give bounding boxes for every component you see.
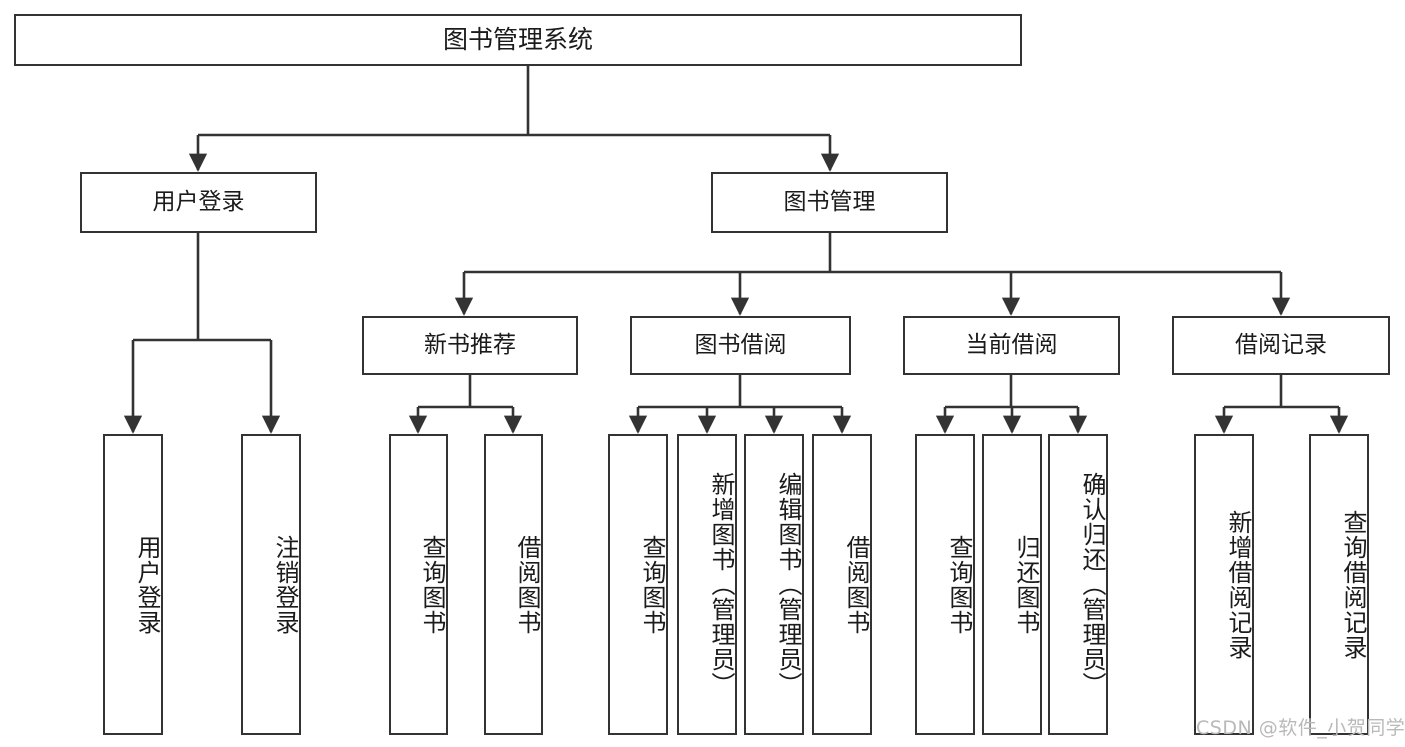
node-leaf-query-book-2-label: 查询图书 [638,534,666,635]
node-leaf-edit-book-label: 编辑图书（管理员） [774,472,802,697]
node-leaf-borrow-book-1[interactable]: 借阅图书 [484,434,543,735]
node-leaf-query-book-1-label: 查询图书 [418,534,446,635]
node-leaf-query-book-3-label: 查询图书 [945,534,973,635]
node-leaf-confirm-return[interactable]: 确认归还（管理员） [1048,434,1108,735]
node-leaf-query-book-2[interactable]: 查询图书 [608,434,668,735]
node-leaf-query-record[interactable]: 查询借阅记录 [1309,434,1369,735]
node-leaf-user-login[interactable]: 用户登录 [103,434,163,735]
node-leaf-borrow-book-2-label: 借阅图书 [842,534,870,635]
node-leaf-edit-book[interactable]: 编辑图书（管理员） [744,434,804,735]
node-root-label: 图书管理系统 [442,25,593,55]
node-root[interactable]: 图书管理系统 [14,14,1022,66]
node-leaf-add-book-label: 新增图书（管理员） [707,472,735,697]
node-leaf-user-login-label: 用户登录 [133,534,161,635]
node-book-borrow-label: 图书借阅 [694,331,787,358]
node-leaf-borrow-book-1-label: 借阅图书 [513,534,541,635]
node-new-book-recommend-label: 新书推荐 [424,331,516,358]
node-leaf-add-record[interactable]: 新增借阅记录 [1194,434,1254,735]
node-leaf-query-book-1[interactable]: 查询图书 [389,434,448,735]
node-leaf-return-book[interactable]: 归还图书 [982,434,1042,735]
node-leaf-logout-login-label: 注销登录 [271,534,299,635]
node-borrow-record-label: 借阅记录 [1235,331,1327,358]
node-leaf-logout-login[interactable]: 注销登录 [241,434,301,735]
node-user-login-label: 用户登录 [152,188,245,215]
node-new-book-recommend[interactable]: 新书推荐 [362,316,578,375]
node-book-manage-label: 图书管理 [783,188,876,215]
node-leaf-query-book-3[interactable]: 查询图书 [915,434,975,735]
node-leaf-add-book[interactable]: 新增图书（管理员） [677,434,737,735]
node-leaf-borrow-book-2[interactable]: 借阅图书 [812,434,872,735]
node-user-login[interactable]: 用户登录 [80,172,317,233]
node-current-borrow-label: 当前借阅 [965,331,1058,358]
node-leaf-query-record-label: 查询借阅记录 [1339,509,1367,660]
node-current-borrow[interactable]: 当前借阅 [903,316,1120,375]
node-leaf-confirm-return-label: 确认归还（管理员） [1078,472,1106,697]
node-borrow-record[interactable]: 借阅记录 [1172,316,1390,375]
node-book-manage[interactable]: 图书管理 [711,172,948,233]
csdn-watermark: CSDN @软件_小贺同学 [1196,717,1405,739]
node-leaf-return-book-label: 归还图书 [1012,534,1040,635]
node-book-borrow[interactable]: 图书借阅 [630,316,851,375]
node-leaf-add-record-label: 新增借阅记录 [1224,509,1252,660]
